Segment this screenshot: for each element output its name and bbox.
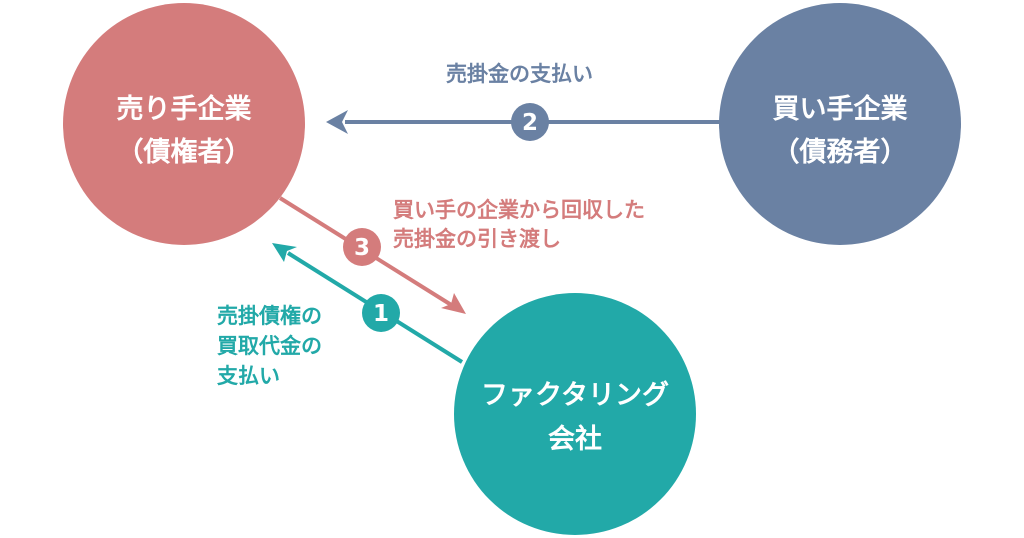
flow-1-number: 1 (373, 301, 389, 327)
flow-2-label: 売掛金の支払い (446, 62, 593, 86)
flow-1-label-line: 支払い (217, 364, 280, 388)
factoring-name: ファクタリング (481, 379, 669, 411)
flow-1-label-line: 買取代金の (217, 334, 322, 358)
flow-1-label-line: 売掛債権の (217, 304, 322, 328)
flow-3-label-line: 売掛金の引き渡し (393, 227, 561, 251)
seller-name: 売り手企業 (117, 93, 252, 125)
flow-3-number: 3 (354, 235, 370, 261)
buyer-role: （債務者） (773, 137, 908, 168)
flow-3-label-line: 買い手の企業から回収した (393, 198, 645, 222)
flow-1-badge: 1 (362, 294, 400, 332)
seller-role: （債権者） (117, 136, 252, 168)
flow-2-label-line: 売掛金の支払い (446, 62, 593, 86)
buyer-name: 買い手企業 (773, 93, 908, 125)
flow-3-label: 買い手の企業から回収した 売掛金の引き渡し (393, 198, 652, 251)
flow-1-label: 売掛債権の 買取代金の 支払い (217, 304, 329, 388)
buyer-node: 買い手企業 （債務者） (719, 3, 961, 245)
seller-node: 売り手企業 （債権者） (63, 3, 305, 245)
factoring-node: ファクタリング 会社 (454, 293, 696, 535)
flow-3-badge: 3 (343, 228, 381, 266)
factoring-suffix: 会社 (548, 423, 602, 455)
flow-2-number: 2 (522, 110, 538, 136)
flow-2-badge: 2 (511, 103, 549, 141)
